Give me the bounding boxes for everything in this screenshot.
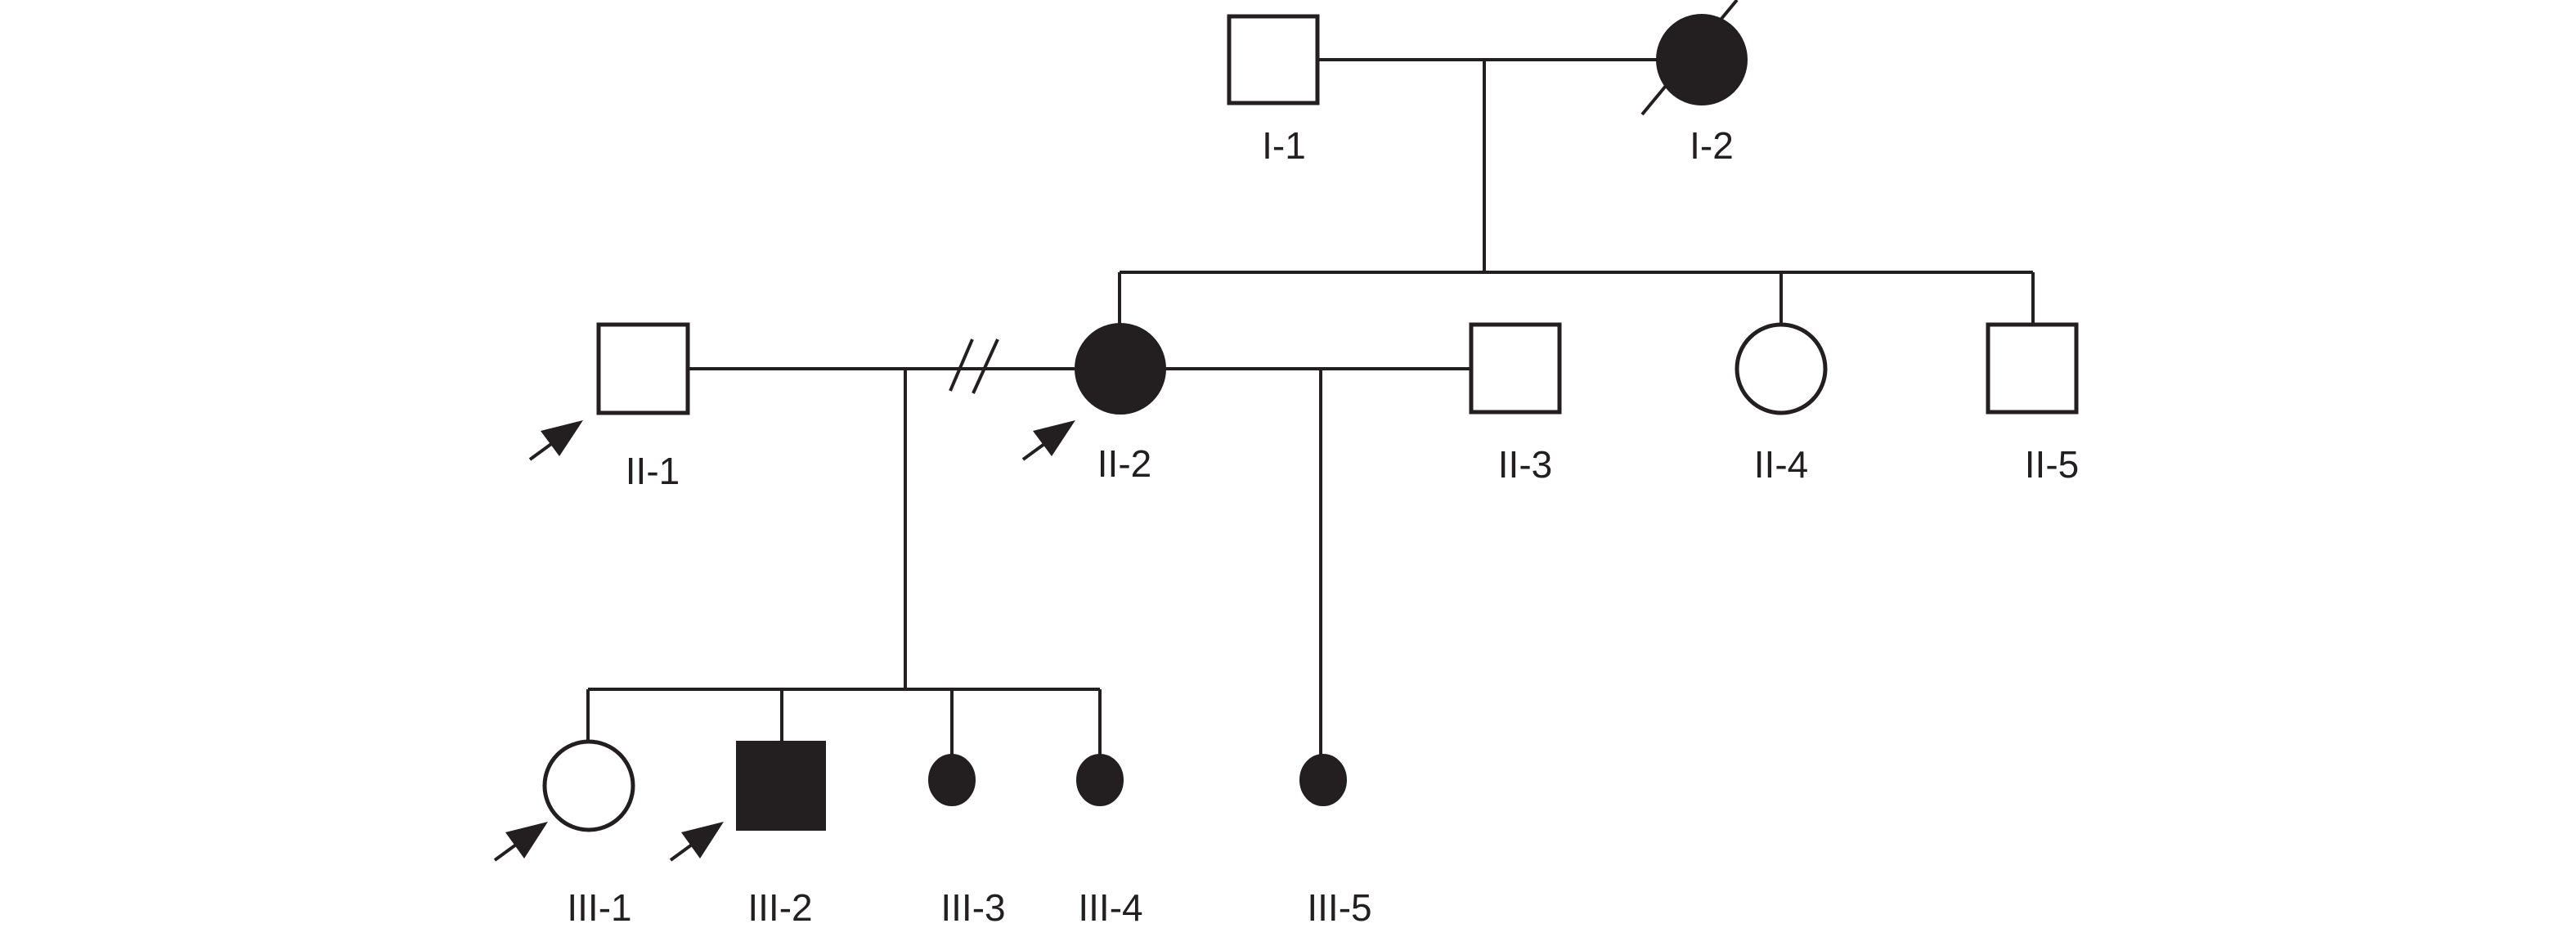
individual-II-5[interactable]: II-5 <box>1986 322 2079 486</box>
pedigree-lines <box>586 58 2035 758</box>
label-II-2: II-2 <box>1097 442 1151 485</box>
separation-slash-1 <box>949 338 974 392</box>
proband-arrow-icon <box>528 420 583 461</box>
individual-III-4[interactable]: III-4 <box>1076 754 1143 929</box>
male-unaffected-symbol <box>1227 14 1320 105</box>
label-I-2: I-2 <box>1690 124 1734 167</box>
deceased-slash-icon <box>1640 0 1739 116</box>
individual-II-1[interactable]: II-1 <box>528 322 690 492</box>
separation-slash-2 <box>972 338 999 394</box>
female-affected-symbol <box>1656 14 1748 105</box>
label-III-5: III-5 <box>1307 886 1371 929</box>
proband-arrow-icon <box>669 822 724 862</box>
individual-II-2[interactable]: II-2 <box>1021 323 1166 485</box>
pregnancy-loss-affected-symbol <box>1076 754 1124 806</box>
male-affected-symbol <box>736 741 826 831</box>
label-I-1: I-1 <box>1262 124 1306 167</box>
individual-III-1[interactable]: III-1 <box>493 739 635 929</box>
label-II-1: II-1 <box>626 450 680 492</box>
female-unaffected-symbol <box>1735 322 1828 415</box>
label-II-5: II-5 <box>2025 443 2079 486</box>
individual-III-3[interactable]: III-3 <box>928 754 1006 929</box>
label-II-4: II-4 <box>1754 443 1808 486</box>
female-unaffected-symbol <box>542 739 635 832</box>
proband-arrow-icon <box>1021 420 1075 461</box>
pregnancy-loss-affected-symbol <box>928 754 976 806</box>
female-affected-symbol <box>1075 323 1166 415</box>
individual-II-4[interactable]: II-4 <box>1735 322 1828 486</box>
male-unaffected-symbol <box>596 322 690 415</box>
label-III-3: III-3 <box>940 886 1005 929</box>
pregnancy-loss-affected-symbol <box>1299 754 1347 806</box>
individual-III-5[interactable]: III-5 <box>1299 754 1372 929</box>
label-II-3: II-3 <box>1498 443 1552 486</box>
male-unaffected-symbol <box>1469 322 1562 415</box>
label-III-2: III-2 <box>747 886 812 929</box>
individual-III-2[interactable]: III-2 <box>669 741 826 929</box>
individual-II-3[interactable]: II-3 <box>1469 322 1562 486</box>
individual-I-2[interactable]: I-2 <box>1640 0 1748 167</box>
label-III-4: III-4 <box>1078 886 1142 929</box>
individual-I-1[interactable]: I-1 <box>1227 14 1320 167</box>
label-III-1: III-1 <box>567 886 631 929</box>
proband-arrow-icon <box>493 822 548 862</box>
male-unaffected-symbol <box>1986 322 2079 415</box>
